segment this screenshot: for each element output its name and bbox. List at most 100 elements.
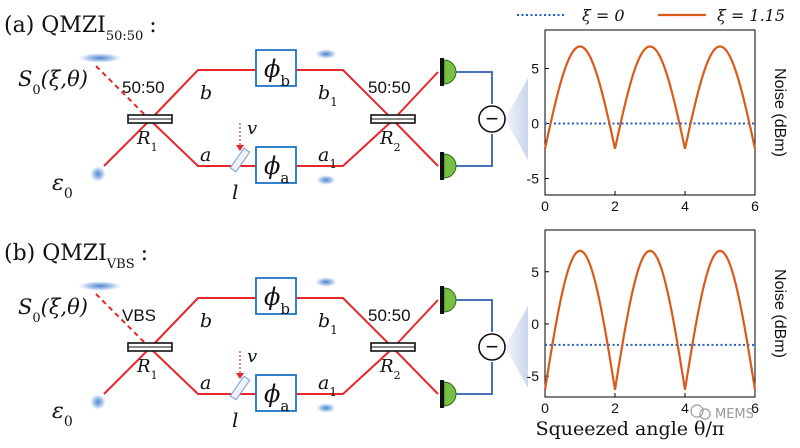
x-tick-label: 0 — [541, 400, 549, 416]
bs-label-r1: R1 — [136, 128, 158, 154]
beam-input-e0 — [103, 347, 151, 395]
beam-input-s0 — [95, 65, 151, 121]
subtractor-minus-icon: − — [486, 334, 499, 359]
x-tick-label: 6 — [751, 400, 759, 416]
x-tick-label: 4 — [681, 198, 689, 214]
beam-upper — [149, 69, 439, 122]
loss-plate — [229, 375, 251, 401]
panel-title-sub: VBS — [106, 257, 135, 272]
arm-label-a1: a1 — [318, 144, 337, 171]
photodetector-lower-base — [440, 380, 444, 408]
phase-label-b-main: ϕ — [264, 55, 280, 83]
input-s0-sub: 0 — [32, 311, 40, 326]
input-s0-main: S — [18, 67, 32, 91]
arm-label-a: a — [200, 144, 211, 166]
arm-label-b1-sub: 1 — [330, 95, 338, 109]
panel-title-colon: : — [141, 241, 148, 266]
input-e0-label-main: ε — [52, 399, 64, 424]
arm-label-b: b — [200, 310, 212, 332]
bs-label-r1-sub: 1 — [151, 369, 158, 382]
input-e0-label-sub: 0 — [64, 186, 73, 202]
plot-frame — [544, 229, 756, 398]
photodetector-upper — [440, 286, 457, 314]
y-tick-label: 5 — [531, 264, 539, 280]
input-s0-main: S — [18, 295, 32, 319]
subtractor-minus-icon: − — [486, 106, 499, 131]
x-tick-label: 6 — [751, 198, 759, 214]
squeezed-state-blob-input — [78, 281, 122, 291]
panel-title-main: (a) QMZI — [4, 13, 106, 38]
arm-label-b1-main: b — [318, 82, 330, 104]
bs2-ratio-label: 50:50 — [368, 306, 411, 325]
photodetector-lower-dome — [443, 381, 457, 407]
y-tick-label: -5 — [527, 171, 540, 187]
photodetector-upper-base — [440, 58, 444, 86]
photodetector-upper-dome — [443, 59, 457, 85]
panel-title: (b) QMZIVBS: — [4, 241, 148, 272]
input-s0-label: S0(ξ,θ) — [18, 67, 88, 98]
bs-label-r2-main: R — [379, 356, 394, 377]
phase-label-a-sub: a — [280, 397, 289, 415]
input-e0-label: ε0 — [52, 399, 73, 430]
x-tick-label: 2 — [611, 198, 619, 214]
legend-squeezed-label: ξ = 1.15 — [717, 6, 785, 25]
arm-label-b1: b1 — [318, 82, 338, 109]
photodetector-lower-base — [440, 152, 444, 180]
y-tick-label: 5 — [531, 61, 539, 77]
subtractor-circle — [478, 333, 506, 361]
wire-lower — [456, 134, 493, 167]
arm-label-a1-main: a — [318, 144, 329, 166]
y-tick-label: 0 — [531, 116, 539, 132]
legend-vacuum-label: ξ = 0 — [582, 6, 625, 25]
readout-cone — [505, 78, 528, 160]
y-axis-label: Noise (dBm) — [771, 68, 788, 157]
loss-label-l: l — [232, 408, 238, 432]
input-e0-label-sub: 0 — [64, 414, 73, 430]
beam-input-s0 — [95, 293, 151, 349]
photodetector-upper-dome — [443, 287, 457, 313]
phase-box-b — [255, 49, 297, 87]
vacuum-blob-input — [90, 394, 106, 410]
phase-label-a-sub: a — [280, 169, 289, 187]
wire-lower — [456, 362, 493, 395]
subtractor-circle — [478, 105, 506, 133]
arm-label-a1-main: a — [318, 372, 329, 394]
photodetector-lower — [440, 380, 457, 408]
input-s0-args: (ξ,θ) — [41, 295, 88, 319]
bs-label-r1-main: R — [136, 128, 151, 149]
x-axis-label: Squeezed angle θ/π — [536, 418, 725, 440]
arm-label-b1-sub: 1 — [330, 323, 338, 337]
phase-label-b: ϕb — [264, 55, 290, 90]
panel-title: (a) QMZI50:50: — [4, 13, 157, 44]
beam-input-e0 — [103, 119, 151, 167]
bs2-ratio-label: 50:50 — [368, 78, 411, 97]
loss-label-l: l — [232, 180, 238, 204]
phase-label-a: ϕa — [264, 152, 289, 187]
input-s0-label: S0(ξ,θ) — [18, 295, 88, 326]
loss-label-v: v — [247, 118, 257, 139]
photodetector-lower-dome — [443, 153, 457, 179]
arm-label-b1: b1 — [318, 310, 338, 337]
panel-title-sub: 50:50 — [106, 29, 143, 44]
panel-title-main: (b) QMZI — [4, 241, 107, 266]
loss-label-v: v — [247, 346, 257, 367]
phase-label-b-main: ϕ — [264, 283, 280, 311]
arm-label-a1-sub: 1 — [329, 157, 337, 171]
input-s0-args: (ξ,θ) — [41, 67, 88, 91]
bs-label-r2-sub: 2 — [394, 369, 401, 382]
y-axis-label: Noise (dBm) — [771, 269, 788, 358]
squeezed-state-blob-input — [78, 53, 122, 63]
beam-lower — [149, 346, 439, 395]
phase-label-a: ϕa — [264, 380, 289, 415]
wire-upper — [456, 71, 493, 104]
phase-label-a-main: ϕ — [264, 380, 280, 408]
bs-label-r2-sub: 2 — [394, 141, 401, 154]
beam-upper — [149, 297, 439, 350]
phase-label-b-sub: b — [280, 300, 290, 318]
loss-plate — [229, 147, 251, 173]
bs-label-r2: R2 — [379, 356, 401, 382]
state-blob-b1 — [315, 49, 337, 59]
x-tick-label: 2 — [611, 400, 619, 416]
y-tick-label: -5 — [527, 368, 540, 384]
